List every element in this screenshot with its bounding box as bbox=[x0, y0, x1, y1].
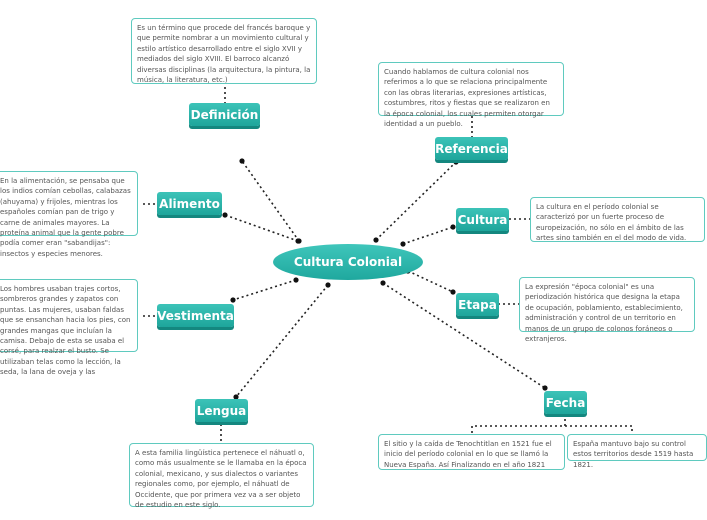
topic-etapa[interactable]: Etapa bbox=[456, 293, 499, 316]
topic-definicion[interactable]: Definición bbox=[189, 103, 260, 126]
note-alimento: En la alimentación, se pensaba que los i… bbox=[0, 171, 138, 258]
topic-fecha[interactable]: Fecha bbox=[544, 391, 587, 414]
topic-lengua[interactable]: Lengua bbox=[195, 399, 248, 422]
topic-alimento[interactable]: Alimento bbox=[157, 192, 222, 215]
topic-referencia[interactable]: Referencia bbox=[435, 137, 508, 160]
central-node[interactable]: Cultura Colonial bbox=[273, 244, 423, 280]
topic-vestimenta[interactable]: Vestimenta bbox=[157, 304, 234, 327]
note-fecha-inicio: El sitio y la caída de Tenochtitlan en 1… bbox=[378, 434, 565, 470]
note-fecha-control: España mantuvo bajo su control estos ter… bbox=[567, 434, 707, 469]
note-lengua: A esta familia lingüística pertenece el … bbox=[129, 443, 314, 509]
note-vestimenta: Los hombres usaban trajes cortos, sombre… bbox=[0, 279, 138, 376]
note-cultura: La cultura en el período colonial se car… bbox=[530, 197, 705, 242]
note-definicion: Es un término que procede del francés ba… bbox=[131, 18, 317, 84]
topic-cultura[interactable]: Cultura bbox=[456, 208, 509, 231]
note-referencia: Cuando hablamos de cultura colonial nos … bbox=[378, 62, 564, 128]
note-etapa: La expresión "época colonial" es una per… bbox=[519, 277, 695, 343]
